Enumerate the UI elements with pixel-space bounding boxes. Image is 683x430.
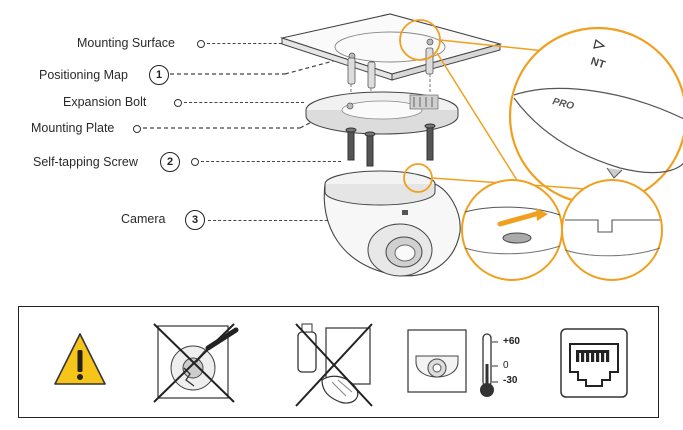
camera-zoom-callout <box>403 163 663 281</box>
camera-label: Camera <box>121 212 166 226</box>
mounting-surface-label: Mounting Surface <box>77 36 175 50</box>
self-tapping-screw-leader <box>201 161 341 162</box>
expansion-bolt-label: Expansion Bolt <box>63 95 147 109</box>
self-tapping-screws <box>345 123 436 167</box>
mounting-plate-label: Mounting Plate <box>31 121 115 135</box>
warning-triangle-icon <box>54 333 106 385</box>
mounting-surface-leader <box>207 43 287 44</box>
mounting-surface-dot <box>197 40 205 48</box>
temp-zero-label: 0 <box>503 360 509 371</box>
mounting-surface-slab <box>279 13 503 81</box>
step-3-badge: 3 <box>185 210 205 230</box>
mark-nt-text: NT <box>589 55 607 71</box>
positioning-map-label: Positioning Map <box>39 68 128 82</box>
precautions-panel <box>18 306 659 418</box>
expansion-bolts <box>347 47 434 89</box>
expansion-bolt-dot <box>174 99 182 107</box>
step-1-badge: 1 <box>149 65 169 85</box>
no-chemical-cleaning-icon <box>295 323 373 407</box>
mark-pro-text: PRO <box>551 96 575 112</box>
temp-max-label: +60 <box>503 336 520 347</box>
exploded-view-diagram: NT PRO <box>143 13 683 281</box>
mounting-plate <box>305 91 459 135</box>
no-disassembly-icon <box>153 323 239 403</box>
slab-zoom-callout: NT PRO <box>399 19 683 206</box>
self-tapping-screw-dot <box>191 158 199 166</box>
mounting-plate-dot <box>133 125 141 133</box>
temp-min-label: -30 <box>503 375 518 386</box>
ethernet-port-icon <box>560 328 628 398</box>
expansion-bolt-leader <box>184 102 304 103</box>
step-2-badge: 2 <box>160 152 180 172</box>
camera-leader <box>208 220 348 221</box>
temperature-range-icon: +60 0 -30 <box>404 326 530 404</box>
self-tapping-screw-label: Self-tapping Screw <box>33 155 138 169</box>
dome-camera <box>323 170 461 277</box>
